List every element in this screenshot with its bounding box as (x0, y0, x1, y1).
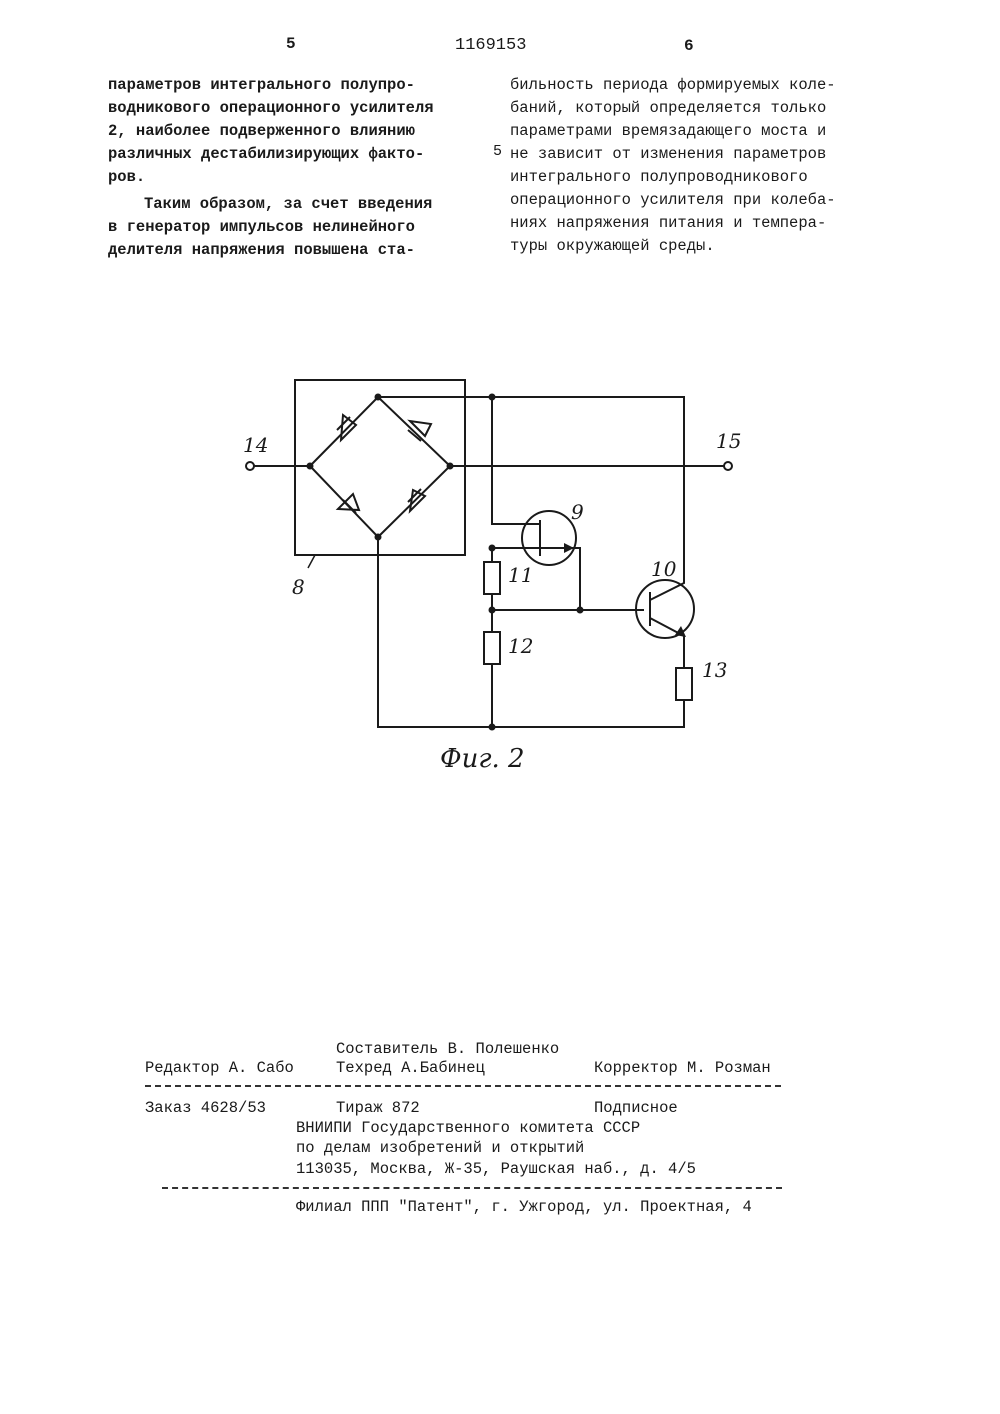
figure-caption: Фиг. 2 (440, 744, 525, 774)
org-line-2: по делам изобретений и открытий (296, 1139, 584, 1157)
techred-line: Техред А.Бабинец (336, 1059, 485, 1077)
branch-line: Филиал ППП "Патент", г. Ужгород, ул. Про… (296, 1198, 752, 1216)
terminal-15 (724, 462, 732, 470)
bridge-box (295, 380, 465, 555)
transistor-10 (636, 580, 694, 638)
corrector-line: Корректор М. Розман (594, 1059, 771, 1077)
label-13: 13 (702, 658, 727, 682)
editor-line: Редактор А. Сабо (145, 1059, 294, 1077)
label-15: 15 (716, 429, 741, 453)
compiler-line: Составитель В. Полешенко (336, 1040, 559, 1058)
circulation-line: Тираж 872 (336, 1099, 420, 1117)
wire (540, 548, 580, 610)
label-8: 8 (292, 575, 305, 599)
wire (650, 618, 684, 668)
resistor-13 (676, 668, 692, 700)
label-14: 14 (243, 433, 268, 457)
resistor-11 (484, 562, 500, 594)
subscription-line: Подписное (594, 1099, 678, 1117)
label-11: 11 (508, 563, 533, 587)
label-10: 10 (651, 557, 677, 581)
label-9: 9 (571, 500, 584, 524)
order-line: Заказ 4628/53 (145, 1099, 266, 1117)
wire (378, 397, 684, 466)
label-12: 12 (508, 634, 533, 658)
terminal-14 (246, 462, 254, 470)
circuit-diagram: 14 15 8 9 10 11 12 13 Фиг. 2 (0, 0, 1000, 800)
diode-bridge (310, 397, 450, 537)
dashed-rule-bottom (162, 1187, 782, 1189)
org-line-1: ВНИИПИ Государственного комитета СССР (296, 1119, 640, 1137)
resistor-12 (484, 632, 500, 664)
dashed-rule-top (145, 1085, 781, 1087)
wire (492, 397, 528, 524)
address-line: 113035, Москва, Ж-35, Раушская наб., д. … (296, 1160, 696, 1178)
fet-9 (522, 511, 576, 565)
